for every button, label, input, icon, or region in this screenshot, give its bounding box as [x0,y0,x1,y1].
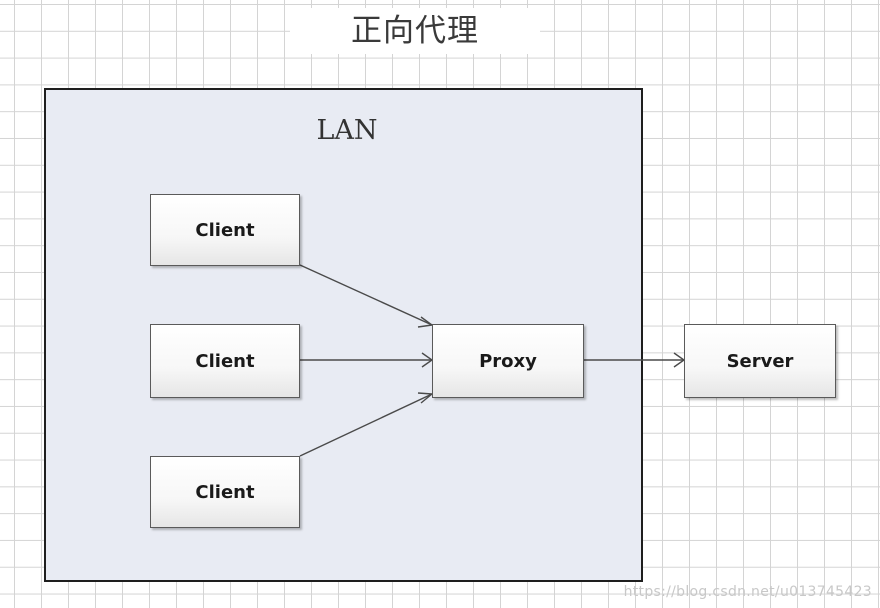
server-node: Server [684,324,836,398]
lan-label: LAN [316,115,378,146]
arrowhead-server [673,352,686,368]
client-node-1: Client [150,194,300,266]
client-node-3-label: Client [195,481,255,503]
client-node-3: Client [150,456,300,528]
watermark-url: https://blog.csdn.net/u013745423 [623,584,872,600]
client-node-2-label: Client [195,350,255,372]
client-node-1-label: Client [195,219,255,241]
proxy-node-label: Proxy [479,350,537,372]
proxy-node: Proxy [432,324,584,398]
client-node-2: Client [150,324,300,398]
diagram-title: 正向代理 [290,8,540,54]
server-node-label: Server [726,350,794,372]
